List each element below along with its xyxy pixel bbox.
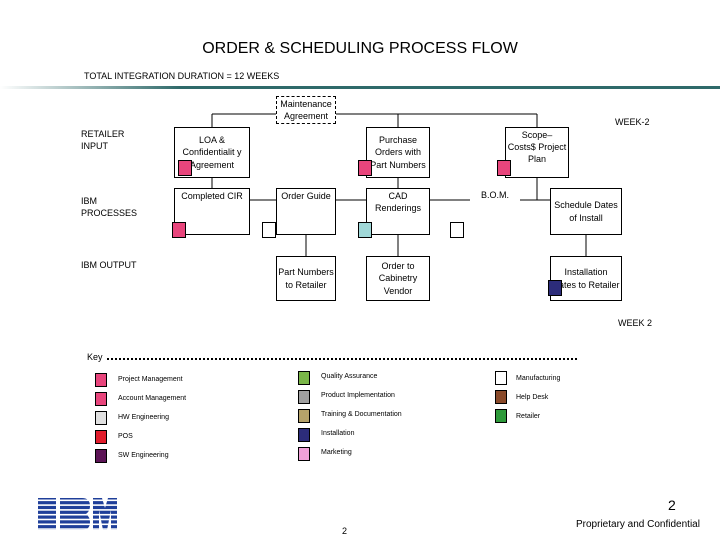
install-dates-box: Installation Dates to Retailer xyxy=(550,256,622,301)
page-title: ORDER & SCHEDULING PROCESS FLOW xyxy=(202,40,518,57)
key-dotted-line xyxy=(107,358,577,360)
ibm-logo xyxy=(36,496,118,532)
installation-icon xyxy=(548,280,562,296)
maintenance-agreement-box: Maintenance Agreement xyxy=(276,96,336,124)
cad-renderings-box: CAD Renderings xyxy=(366,188,430,235)
legend-swatch-hw-engineering xyxy=(95,411,107,425)
week-start-label: WEEK-2 xyxy=(615,117,650,127)
header-divider xyxy=(0,86,720,89)
legend-swatch-project-management xyxy=(95,373,107,387)
hw-engineering-icon xyxy=(358,222,372,238)
key-label: Key xyxy=(87,352,103,362)
legend-swatch-marketing xyxy=(298,447,310,461)
legend-label: Installation xyxy=(321,430,355,437)
manufacturing-icon xyxy=(262,222,276,238)
legend-label: HW Engineering xyxy=(118,414,169,421)
legend-swatch-sw-engineering xyxy=(95,449,107,463)
row-label-ibm-output: IBM OUTPUT xyxy=(81,260,137,270)
legend-swatch-pos xyxy=(95,430,107,444)
legend-swatch-training-documentation xyxy=(298,409,310,423)
row-label-ibm-processes: IBM PROCESSES xyxy=(81,196,138,218)
bom-box: B.O.M. xyxy=(470,188,520,214)
legend-swatch-help-desk xyxy=(495,390,507,404)
purchase-orders-box: Purchase Orders with Part Numbers xyxy=(366,127,430,178)
legend-label: Quality Assurance xyxy=(321,373,378,380)
legend-label: Retailer xyxy=(516,413,541,420)
legend-swatch-manufacturing xyxy=(495,371,507,385)
legend-swatch-product-implementation xyxy=(298,390,310,404)
manufacturing-icon xyxy=(450,222,464,238)
scope-box: Scope– Costs$ Project Plan xyxy=(505,127,569,178)
footer-text: Proprietary and Confidential xyxy=(576,519,700,530)
project-management-icon xyxy=(178,160,192,176)
schedule-install-box: Schedule Dates of Install xyxy=(550,188,622,235)
page-number-top: 2 xyxy=(668,497,676,513)
legend-label: POS xyxy=(118,433,133,440)
legend-label: Project Management xyxy=(118,376,183,383)
legend-label: Training & Documentation xyxy=(321,411,402,418)
legend-swatch-retailer xyxy=(495,409,507,423)
legend-label: Manufacturing xyxy=(516,375,561,382)
completed-cir-box: Completed CIR xyxy=(174,188,250,235)
week-end-label: WEEK 2 xyxy=(618,318,653,328)
duration-subtitle: TOTAL INTEGRATION DURATION = 12 WEEKS xyxy=(84,71,280,81)
legend-label: Help Desk xyxy=(516,394,549,401)
legend-swatch-account-management xyxy=(95,392,107,406)
legend-label: Marketing xyxy=(321,449,352,456)
page-number-bottom: 2 xyxy=(342,526,348,536)
order-vendor-box: Order to Cabinetry Vendor xyxy=(366,256,430,301)
project-management-icon xyxy=(172,222,186,238)
ibm-logo-graphic xyxy=(38,498,117,530)
legend-label: Account Management xyxy=(118,395,187,402)
legend-label: SW Engineering xyxy=(118,452,169,459)
project-management-icon xyxy=(497,160,511,176)
row-label-retailer-input: RETAILER INPUT xyxy=(81,129,125,151)
legend-swatch-installation xyxy=(298,428,310,442)
order-guide-box: Order Guide xyxy=(276,188,336,235)
part-numbers-box: Part Numbers to Retailer xyxy=(276,256,336,301)
legend-swatch-quality-assurance xyxy=(298,371,310,385)
legend-label: Product Implementation xyxy=(321,392,395,399)
project-management-icon xyxy=(358,160,372,176)
